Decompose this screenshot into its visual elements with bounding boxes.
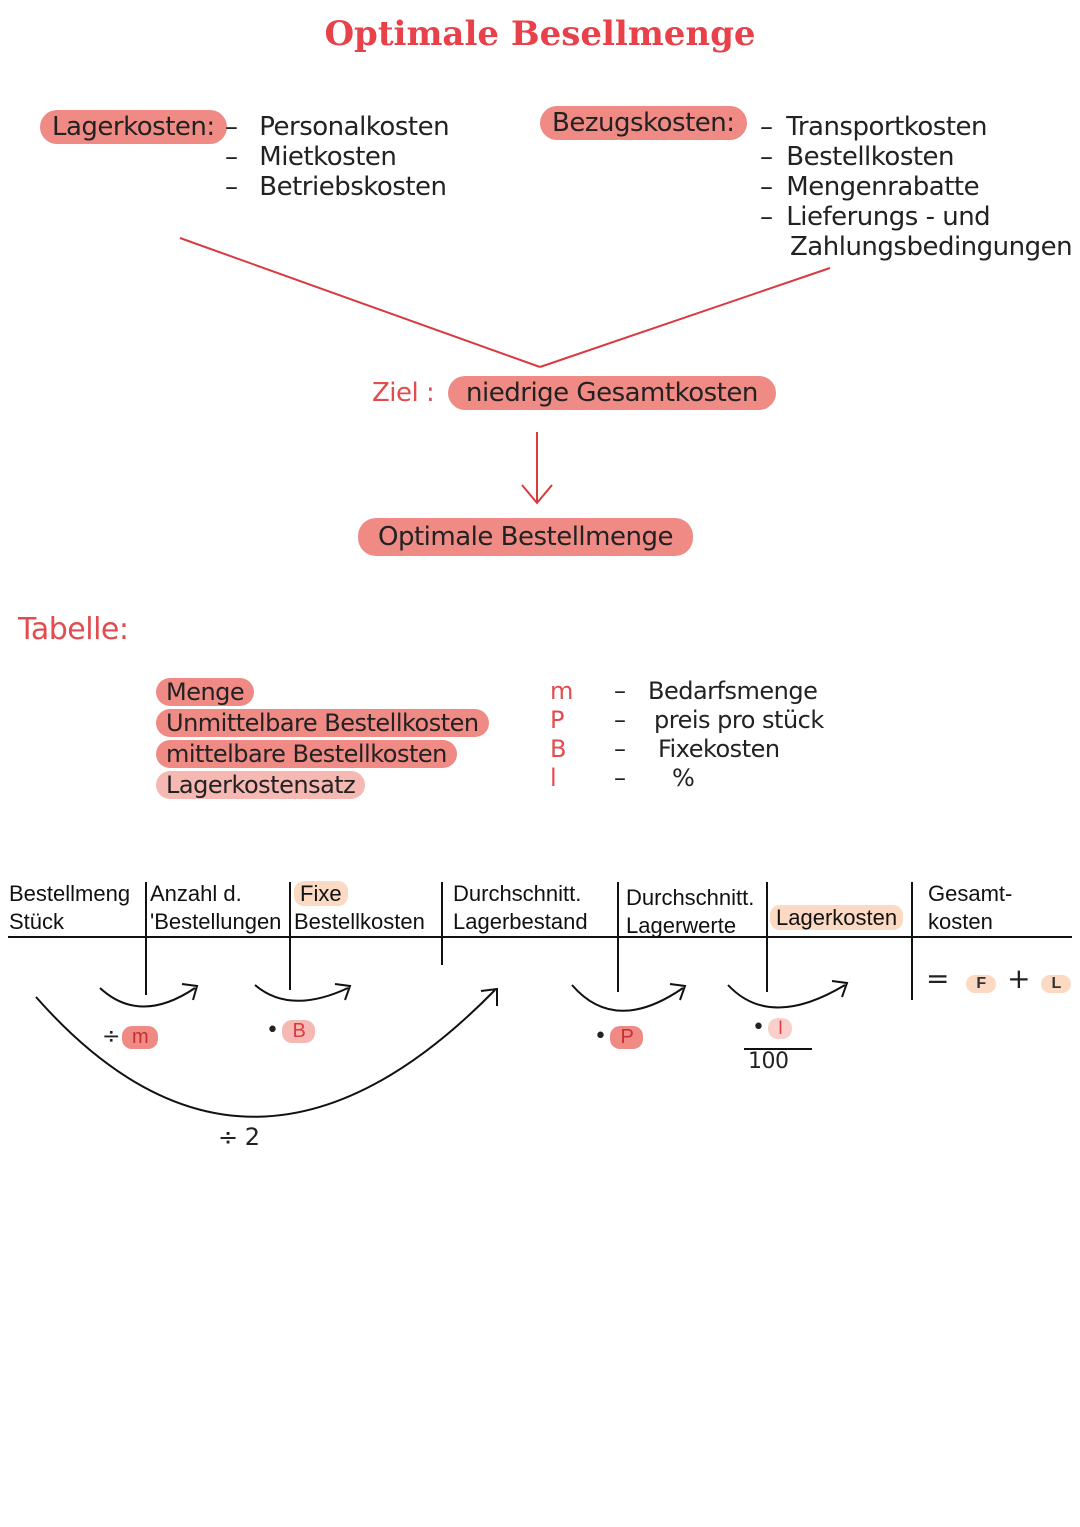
result: Optimale Bestellmenge <box>358 518 693 556</box>
term-menge: Menge <box>156 678 255 706</box>
terms-list: Menge Unmittelbare Bestellkosten mittelb… <box>156 677 489 801</box>
goal-value: niedrige Gesamtkosten <box>448 376 776 410</box>
page-title: Optimale Besellmenge <box>324 14 756 54</box>
symbol-b: B <box>550 735 566 763</box>
term-unmittelbare: Unmittelbare Bestellkosten <box>156 709 489 737</box>
column-anzahl: Anzahl d.'Bestellungen <box>150 881 282 934</box>
symbol-m: m <box>550 677 573 705</box>
op-times-b: •B <box>266 1018 316 1043</box>
dash-list: –––– <box>614 677 626 792</box>
symbols-list: m P B l <box>550 677 573 793</box>
list-item: – Mengenrabatte <box>760 172 980 202</box>
bezugskosten-list: – Transportkosten – Bestellkosten – Meng… <box>760 112 1073 262</box>
goal: Ziel : niedrige Gesamtkosten <box>372 376 776 410</box>
list-item: Zahlungsbedingungen <box>790 232 1073 262</box>
column-gesamtkosten: Gesamt-kosten <box>928 881 1013 934</box>
op-times-p: •P <box>594 1024 644 1049</box>
down-arrow-icon <box>521 432 553 505</box>
column-lagerbestand: Durchschnitt.Lagerbestand <box>453 881 588 934</box>
curved-arrow-icons <box>35 980 849 1118</box>
meaning-fixekosten: Fixekosten <box>658 735 780 763</box>
funnel-line-right <box>539 267 831 368</box>
lagerkosten-label: Lagerkosten: <box>40 110 227 144</box>
tabelle-label: Tabelle: <box>18 612 129 647</box>
op-divide-2: ÷ 2 <box>218 1123 260 1151</box>
meaning-preis: preis pro stück <box>654 706 824 734</box>
list-item: – Personalkosten <box>225 112 450 142</box>
op-sum: = F + L <box>926 962 1072 995</box>
list-item: – Transportkosten <box>760 112 988 142</box>
term-lagerkostensatz: Lagerkostensatz <box>156 771 366 799</box>
bezugskosten-label: Bezugskosten: <box>540 106 747 140</box>
symbol-p: P <box>550 706 564 734</box>
meanings-list: Bedarfsmenge preis pro stück Fixekosten … <box>648 677 824 793</box>
list-item: – Mietkosten <box>225 142 397 172</box>
symbol-l: l <box>550 764 557 792</box>
op-times-l: •l <box>752 1015 792 1040</box>
list-item: – Lieferungs - und <box>760 202 991 232</box>
list-item: – Betriebskosten <box>225 172 447 202</box>
lagerkosten-list: – Personalkosten – Mietkosten – Betriebs… <box>225 112 450 202</box>
list-item: – Bestellkosten <box>760 142 955 172</box>
column-lagerwerte: Durchschnitt.Lagerwerte <box>626 885 755 938</box>
op-divide-m: ÷m <box>102 1024 159 1049</box>
meaning-bedarfsmenge: Bedarfsmenge <box>648 677 818 705</box>
column-separators <box>145 882 913 1000</box>
meaning-percent: % <box>672 764 695 792</box>
column-lagerkosten: Lagerkosten <box>770 904 904 932</box>
funnel-line-left <box>179 237 541 368</box>
term-mittelbare: mittelbare Bestellkosten <box>156 740 457 768</box>
op-denominator: 100 <box>748 1049 789 1074</box>
